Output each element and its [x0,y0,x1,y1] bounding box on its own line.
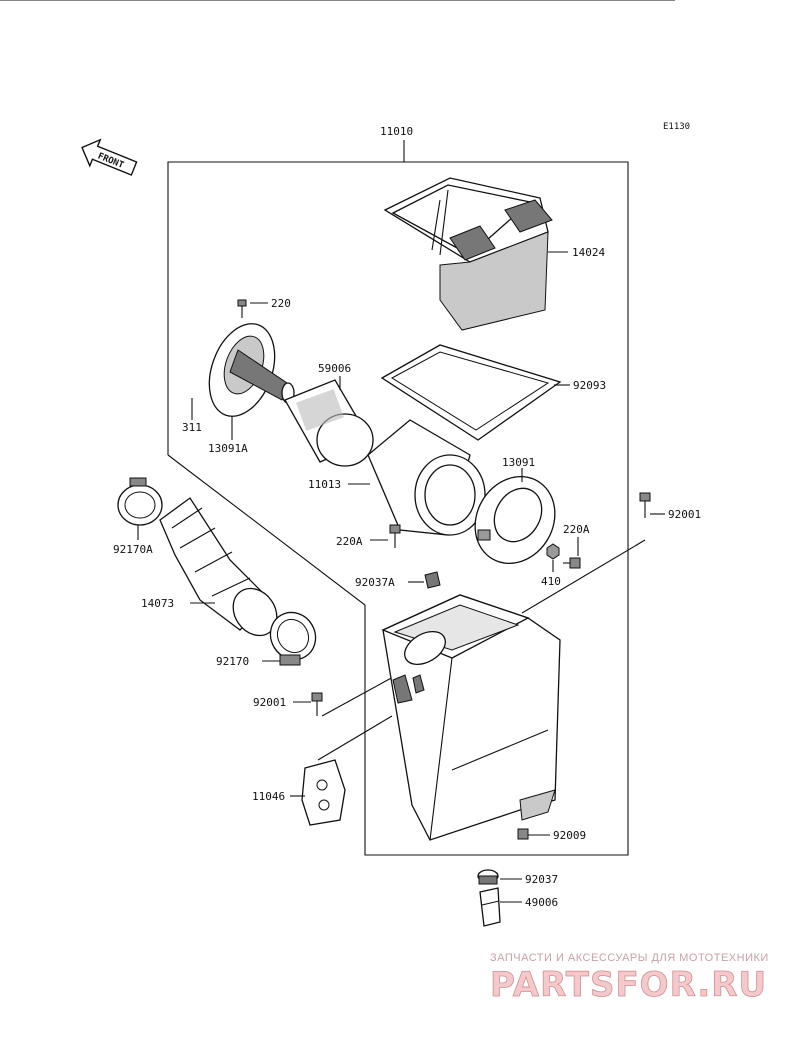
air-filter-11013 [367,419,486,536]
label-49006: 49006 [525,896,558,909]
label-59006: 59006 [318,362,351,375]
clip-92037A [424,571,441,589]
drain-tube-49006 [479,887,501,927]
label-92093: 92093 [573,379,606,392]
prefilter-59006 [284,379,374,467]
label-13091A: 13091A [208,442,248,455]
screw-92009 [517,828,529,840]
label-311: 311 [182,421,202,434]
label-14073: 14073 [141,597,174,610]
label-92170: 92170 [216,655,249,668]
label-220A-right: 220A [563,523,590,536]
screw-220A-right [563,557,581,569]
watermark-tagline: ЗАПЧАСТИ И АКСЕССУАРЫ ДЛЯ МОТОТЕХНИКИ [490,952,769,964]
front-arrow-icon: FRONT [81,138,138,176]
intake-duct-14073 [159,497,278,637]
label-92001-right: 92001 [668,508,701,521]
label-13091: 13091 [502,456,535,469]
air-box-case [0,0,675,841]
clamp-92170 [269,611,317,666]
screw-220-top [237,299,247,318]
diagram-code: E1130 [663,122,690,132]
gasket-92093 [380,344,562,441]
cover-13091 [474,475,556,565]
label-92170A: 92170A [113,543,153,556]
label-92009: 92009 [553,829,586,842]
label-11010: 11010 [380,125,413,138]
bracket-11046 [301,759,346,826]
screw-220A-left [389,524,401,548]
assembly-frame [167,140,629,856]
label-220A-left: 220A [336,535,363,548]
label-92037A: 92037A [355,576,395,589]
bolt-92001-right [639,492,651,518]
clamp-92170A [117,477,163,526]
nut-410 [546,543,560,560]
watermark-brand: PARTSFOR.RU [490,965,767,1005]
label-11013: 11013 [308,478,341,491]
label-92037: 92037 [525,873,558,886]
clamp-92037 [477,869,499,885]
label-92001-left: 92001 [253,696,286,709]
air-box-cover [383,177,553,331]
cover-plate-13091A [208,323,295,417]
label-14024: 14024 [572,246,605,259]
label-220-top: 220 [271,297,291,310]
label-11046: 11046 [252,790,285,803]
label-410: 410 [541,575,561,588]
bolt-92001-left [311,692,323,716]
